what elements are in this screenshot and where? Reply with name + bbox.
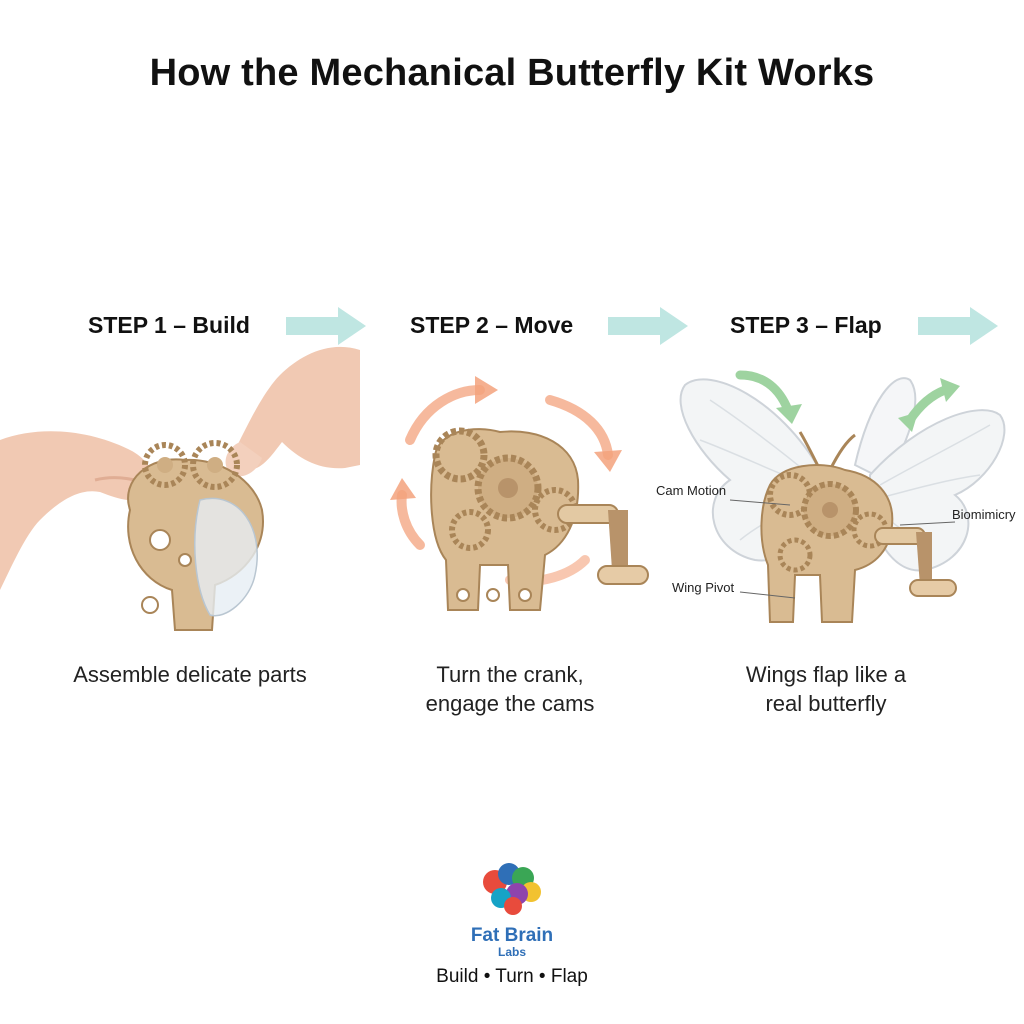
callout-cam-motion: Cam Motion [656, 483, 727, 498]
brand-block: Fat Brain Labs [412, 860, 612, 959]
step-3-caption-line-1: Wings flap like a [745, 662, 907, 687]
step-3-caption: Wings flap like a real butterfly [676, 660, 976, 718]
step-2-caption-line-2: engage the cams [425, 691, 595, 716]
step-1-caption: Assemble delicate parts [40, 660, 340, 689]
wooden-model-1 [127, 440, 264, 631]
step-arrow-3 [918, 307, 998, 345]
step-1-caption-line: Assemble delicate parts [73, 662, 307, 687]
step-arrow-1 [286, 307, 366, 345]
callout-wing-pivot: Wing Pivot [672, 580, 735, 595]
step-2-caption-line-1: Turn the crank, [436, 662, 584, 687]
tagline: Build • Turn • Flap [436, 966, 588, 987]
brand-name: Fat Brain [470, 925, 554, 946]
step-1-illustration [0, 346, 360, 631]
step-2-label: STEP 2 – Move [410, 312, 574, 338]
wooden-model-3 [760, 464, 957, 623]
step-3-caption-line-2: real butterfly [765, 691, 887, 716]
step-3-label: STEP 3 – Flap [730, 312, 882, 338]
page-title: How the Mechanical Butterfly Kit Works [149, 52, 875, 94]
step-2-illustration [390, 376, 649, 611]
fat-brain-logo-icon [483, 863, 541, 915]
callout-biomimicry: Biomimicry [952, 507, 1016, 522]
step-3-illustration [679, 370, 1006, 623]
step-arrow-2 [608, 307, 688, 345]
step-1-label: STEP 1 – Build [88, 312, 250, 338]
step-2-caption: Turn the crank, engage the cams [360, 660, 660, 718]
brand-sub: Labs [497, 945, 526, 959]
wooden-model-2 [430, 427, 649, 611]
